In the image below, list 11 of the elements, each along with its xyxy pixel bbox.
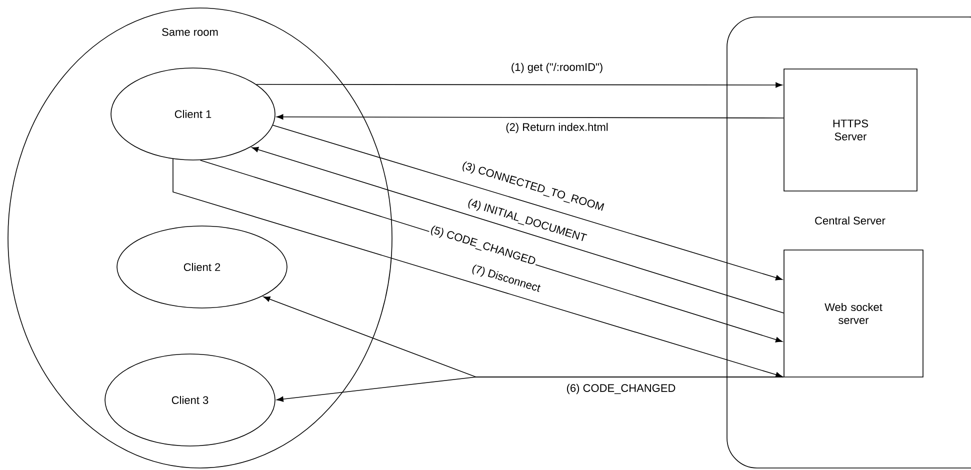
arrow <box>172 158 782 378</box>
edge-label: (2) Return index.html <box>506 122 608 134</box>
arrow <box>252 146 784 314</box>
arrow <box>272 124 782 280</box>
server-box: Web socket server <box>784 250 924 378</box>
arrow <box>256 82 782 88</box>
arrow <box>276 376 784 402</box>
edge-label: (6) CODE_CHANGED <box>566 384 676 394</box>
server-box: HTTPS Server <box>784 68 918 192</box>
edge-label: (1) get ("/:roomID") <box>512 62 602 74</box>
arrow <box>276 114 784 120</box>
